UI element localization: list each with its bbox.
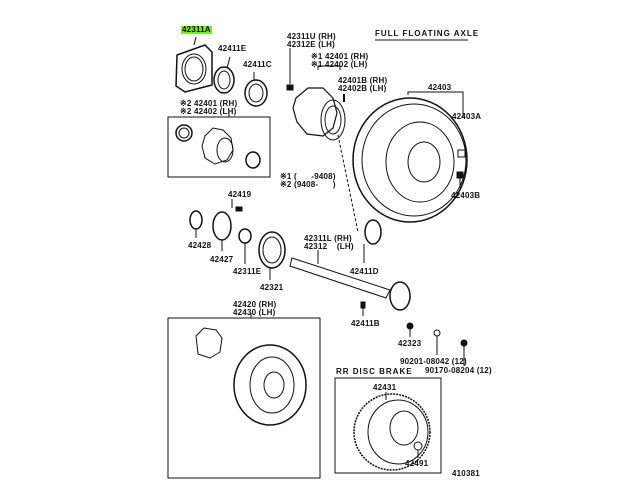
part-label-42311e[interactable]: 42311E bbox=[233, 267, 262, 276]
part-label-nut-1[interactable]: 90201-08042 (12) bbox=[400, 357, 467, 366]
part-label-shaft-lh[interactable]: 42312 (LH) bbox=[304, 242, 354, 251]
part-label-42428[interactable]: 42428 bbox=[188, 241, 212, 250]
diagram-title: FULL FLOATING AXLE bbox=[375, 29, 480, 38]
part-label-42420[interactable]: 42420 (RH) bbox=[233, 300, 277, 309]
part-label-hub2-lh[interactable]: ※2 42402 (LH) bbox=[180, 107, 237, 116]
part-label-bolt-rh[interactable]: 42311U (RH) bbox=[287, 32, 336, 41]
part-label-42311a-highlighted[interactable]: 42311A bbox=[181, 25, 212, 34]
part-label-42411b[interactable]: 42411B bbox=[351, 319, 380, 328]
rear-drum-part bbox=[195, 313, 307, 426]
oil-seal-part bbox=[213, 56, 235, 94]
brake-drum-part bbox=[352, 91, 468, 223]
part-label-42427[interactable]: 42427 bbox=[210, 255, 234, 264]
part-label-hub1-rh[interactable]: ※1 42401 (RH) bbox=[311, 52, 369, 61]
part-label-hub1-lh[interactable]: ※1 42402 (LH) bbox=[311, 60, 368, 69]
bearing-retainer-part bbox=[175, 36, 213, 93]
part-label-42403a[interactable]: 42403A bbox=[452, 112, 482, 121]
part-label-42321[interactable]: 42321 bbox=[260, 283, 284, 292]
part-label-bolt-lh[interactable]: 42312E (LH) bbox=[287, 40, 335, 49]
part-label-42402b[interactable]: 42402B (LH) bbox=[338, 84, 387, 93]
part-label-42323[interactable]: 42323 bbox=[398, 339, 422, 348]
disc-brake-box bbox=[334, 377, 442, 474]
differential-parts bbox=[189, 199, 286, 280]
part-label-42401b[interactable]: 42401B (RH) bbox=[338, 76, 388, 85]
part-label-42411e[interactable]: 42411E bbox=[218, 44, 247, 53]
part-label-42411c[interactable]: 42411C bbox=[243, 60, 272, 69]
hub-small-part bbox=[175, 112, 261, 169]
hub-part bbox=[286, 48, 359, 233]
note-1: ※1 ( -9408) bbox=[280, 172, 336, 181]
part-label-42411d[interactable]: 42411D bbox=[350, 267, 379, 276]
part-label-nut-2[interactable]: 90170-08204 (12) bbox=[425, 366, 492, 375]
note-2: ※2 (9408- ) bbox=[280, 180, 336, 189]
part-label-42431[interactable]: 42431 bbox=[373, 383, 397, 392]
brake-disc-part bbox=[353, 392, 431, 471]
part-label-42403b[interactable]: 42403B bbox=[451, 191, 481, 200]
part-label-42491[interactable]: 42491 bbox=[405, 459, 429, 468]
figure-number: 410381 bbox=[452, 469, 480, 478]
axle-shaft-part bbox=[289, 219, 468, 366]
hub-assembly-box bbox=[167, 116, 271, 178]
part-label-42403[interactable]: 42403 bbox=[428, 83, 452, 92]
part-label-42419[interactable]: 42419 bbox=[228, 190, 252, 199]
part-label-hub2-rh[interactable]: ※2 42401 (RH) bbox=[180, 99, 238, 108]
part-label-42430[interactable]: 42430 (LH) bbox=[233, 308, 276, 317]
disc-brake-section-title: RR DISC BRAKE bbox=[336, 367, 413, 376]
rear-hub-box bbox=[167, 317, 321, 479]
part-label-shaft-rh[interactable]: 42311L (RH) bbox=[304, 234, 352, 243]
bearing-part bbox=[244, 72, 268, 107]
